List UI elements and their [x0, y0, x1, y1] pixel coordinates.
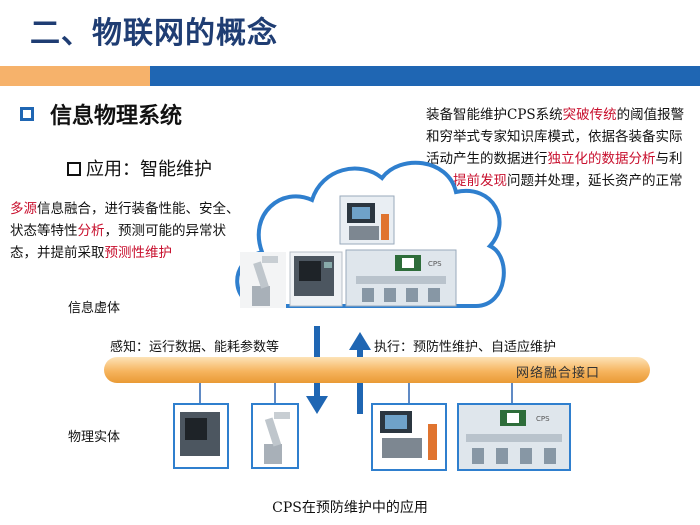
paragraph-text: 信息融合，进行装备性: [37, 201, 172, 217]
highlight-text: 前发现: [466, 173, 508, 189]
physical-factory-line-image: CPS: [457, 403, 571, 471]
physical-cnc-machine-image: [173, 403, 229, 469]
highlight-text: 突破传统: [562, 107, 617, 123]
cloud-cnc-monitor-image: [339, 195, 395, 245]
physical-label: 物理实体: [68, 430, 121, 445]
physical-cps-sign-text: CPS: [536, 415, 550, 423]
paragraph-text: 的: [616, 107, 631, 123]
right-description: 装备智能维护CPS系统突破传统的阈值报警和穷举式专家知识库模式，依据各装备实际活…: [426, 104, 694, 214]
section-bullet-icon: [20, 107, 34, 121]
highlight-text: 提: [453, 173, 467, 189]
network-interface-band: [104, 357, 650, 383]
interface-label: 网络融合接口: [516, 366, 601, 381]
title-bar-orange: [0, 66, 150, 86]
paragraph-text: 装备智能维护CPS系统: [426, 107, 563, 123]
subsection-bullet-icon: [67, 162, 81, 176]
cloud-factory-line-image: CPS: [345, 249, 457, 307]
cloud-robot-arm-image: [240, 252, 286, 308]
subsection-title: 应用：智能维护: [86, 159, 212, 180]
exec-label: 执行：预防性维护、自适应维护: [374, 340, 557, 355]
paragraph-text: ，依据各装备实际活动产生的数据: [426, 129, 683, 167]
page-title: 二、物联网的概念: [30, 16, 278, 51]
section-title: 信息物理系统: [50, 104, 183, 129]
left-description: 多源信息融合，进行装备性能、安全、状态等特性分析，预测可能的异常状态，并提前采取…: [10, 198, 240, 264]
paragraph-text: 阈值报警和穷举式专家知识库模式: [426, 107, 685, 145]
physical-cnc-monitor-image: [371, 403, 447, 471]
physical-robot-arm-image: [251, 403, 299, 469]
paragraph-text: 能、安全、状态等特性: [10, 201, 240, 239]
virtual-label: 信息虚体: [68, 301, 121, 316]
highlight-text: 多源: [10, 201, 37, 217]
diagram-caption: CPS在预防维护中的应用: [272, 500, 428, 516]
highlight-text: 分析: [77, 223, 105, 239]
title-bar-blue: [150, 66, 700, 86]
paragraph-text: 提前采取: [50, 245, 105, 261]
paragraph-text: 进行: [520, 151, 548, 167]
paragraph-text: ，预测可能的异常状态，并: [10, 223, 226, 261]
cloud-cnc-machine-image: [289, 251, 343, 307]
paragraph-text: 问题并处理，延长资产的正: [507, 173, 669, 189]
highlight-text: 预测性维护: [104, 245, 173, 261]
cloud-cps-sign-text: CPS: [428, 260, 442, 268]
highlight-text: 独立化的数据分析: [547, 151, 656, 167]
sense-label: 感知：运行数据、能耗参数等: [110, 340, 280, 355]
